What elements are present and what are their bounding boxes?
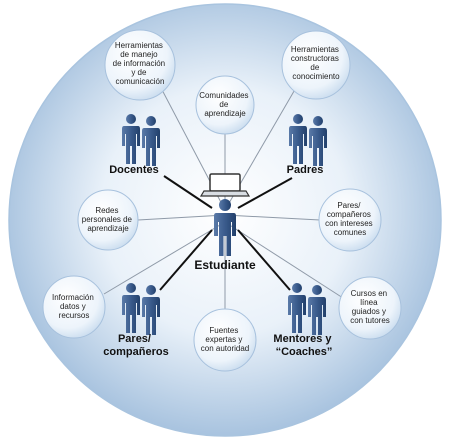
bubble-comunidades: Comunidades de aprendizaje <box>195 75 255 135</box>
group-mentores-label: Mentores y “Coaches” <box>273 333 334 358</box>
bubble-pares-intereses-label: Pares/ compañeros con intereses comunes <box>325 201 375 237</box>
group-padres: Padres <box>287 114 327 176</box>
bubble-herramientas-constructoras: Herramientas constructoras de conocimien… <box>281 30 351 100</box>
bubble-redes: Redes personales de aprendizaje <box>77 189 139 251</box>
student-figure-icon <box>214 199 236 256</box>
bubble-redes-label: Redes personales de aprendizaje <box>82 206 135 233</box>
spoke-informacion <box>103 221 226 295</box>
group-mentores: Mentores y “Coaches” <box>273 283 334 358</box>
center-student-label: Estudiante <box>194 258 256 272</box>
bubble-fuentes-label: Fuentes expertas y con autoridad <box>201 326 249 353</box>
group-pares-label: Pares/ compañeros <box>103 333 168 358</box>
bubble-informacion-label: Información datos y recursos <box>52 293 96 320</box>
group-padres-label: Padres <box>287 164 324 176</box>
group-docentes: Docentes <box>109 114 160 176</box>
spoke-pares-intereses <box>224 214 321 221</box>
laptop-icon <box>199 173 251 197</box>
bubble-informacion: Información datos y recursos <box>42 275 106 339</box>
bubble-herramientas-constructoras-label: Herramientas constructoras de conocimien… <box>291 45 341 81</box>
spoke-cursos <box>224 221 344 299</box>
spoke-mentores <box>237 229 291 291</box>
bubble-herramientas-manejo-label: Herramientas de manejo de información y … <box>113 41 168 86</box>
bubble-cursos: Cursos en línea guiados y con tutores <box>338 276 402 340</box>
bubble-cursos-label: Cursos en línea guiados y con tutores <box>350 289 390 325</box>
bubble-pares-intereses: Pares/ compañeros con intereses comunes <box>318 188 382 252</box>
group-pares: Pares/ compañeros <box>103 283 169 358</box>
spoke-redes <box>137 214 226 221</box>
spoke-padres <box>237 177 293 209</box>
group-docentes-label: Docentes <box>109 164 159 176</box>
bubble-comunidades-label: Comunidades de aprendizaje <box>199 91 251 118</box>
spoke-docentes <box>163 175 213 209</box>
center-student: Estudiante <box>194 173 256 272</box>
bubble-fuentes: Fuentes expertas y con autoridad <box>193 308 257 372</box>
thick-spokes <box>159 175 293 291</box>
bubble-herramientas-manejo: Herramientas de manejo de información y … <box>104 29 176 101</box>
spoke-pares <box>159 229 213 291</box>
